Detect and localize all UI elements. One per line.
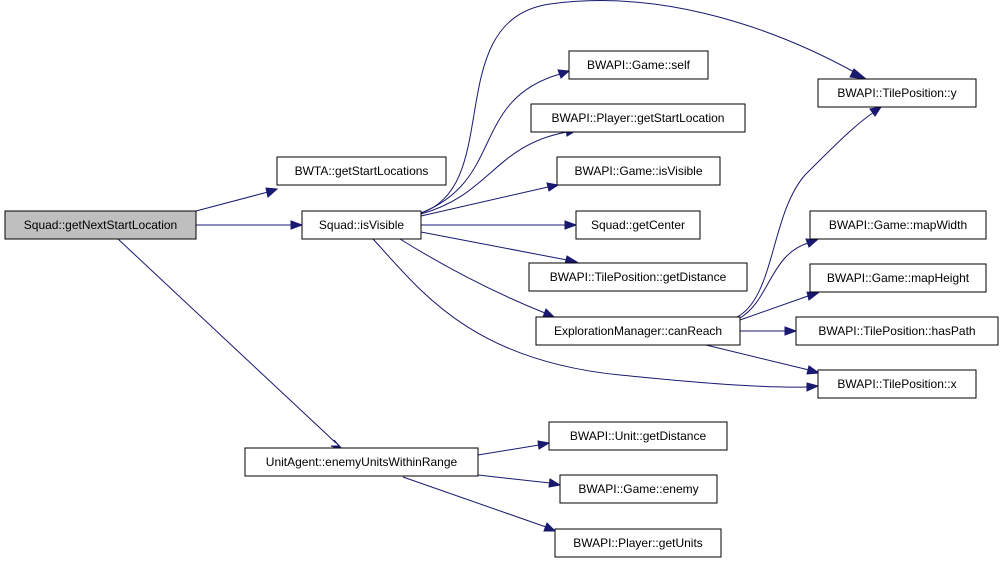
node-label: UnitAgent::enemyUnitsWithinRange [266, 455, 458, 469]
edge-arrowhead [806, 365, 821, 375]
edge-unitagent-to-unit-getdistance [477, 444, 540, 456]
node-tileposition-haspath[interactable]: BWAPI::TilePosition::hasPath [795, 316, 999, 346]
node-label: BWAPI::Game::enemy [578, 482, 698, 496]
edges [117, 0, 883, 532]
node-label: BWAPI::Game::isVisible [574, 164, 702, 178]
edge-isvisible-to-game-self [420, 73, 561, 214]
node-game-self[interactable]: BWAPI::Game::self [568, 50, 709, 80]
node-unit-getdistance[interactable]: BWAPI::Unit::getDistance [548, 421, 728, 451]
edge-isvisible-to-tileposition-x [372, 238, 809, 388]
node-label: BWAPI::Unit::getDistance [570, 429, 707, 443]
node-label: BWAPI::TilePosition::getDistance [550, 270, 727, 284]
node-label: BWAPI::TilePosition::x [837, 377, 956, 391]
edge-isvisible-to-canreach [399, 238, 546, 314]
edge-arrowhead [548, 478, 562, 488]
node-tileposition-y[interactable]: BWAPI::TilePosition::y [817, 78, 977, 108]
edge-arrowhead [806, 291, 820, 301]
edge-arrowhead [543, 522, 557, 532]
edge-isvisible-to-tileposition-getdistance [420, 231, 568, 261]
edge-unitagent-to-player-getunits [402, 476, 547, 528]
edge-arrowhead [265, 187, 279, 198]
node-game-enemy[interactable]: BWAPI::Game::enemy [559, 474, 718, 504]
node-label: BWAPI::Player::getStartLocation [552, 111, 725, 125]
edge-canreach-to-game-mapwidth [739, 242, 809, 319]
edge-canreach-to-tileposition-x [705, 344, 810, 371]
edge-arrowhead [537, 440, 551, 450]
node-tileposition-getdistance[interactable]: BWAPI::TilePosition::getDistance [528, 262, 748, 292]
edge-arrowhead [806, 382, 820, 392]
edge-isvisible-to-game-isvisible [420, 186, 549, 217]
node-game-mapheight[interactable]: BWAPI::Game::mapHeight [809, 263, 987, 293]
node-bwta-getstartlocations[interactable]: BWTA::getStartLocations [276, 156, 447, 186]
edge-isvisible-to-tileposition-y [420, 0, 857, 214]
node-label: BWAPI::Game::mapHeight [827, 271, 970, 285]
edge-arrowhead [869, 106, 883, 117]
edge-unitagent-to-game-enemy [477, 474, 551, 484]
node-game-isvisible[interactable]: BWAPI::Game::isVisible [556, 156, 721, 186]
node-player-getunits[interactable]: BWAPI::Player::getUnits [554, 528, 722, 558]
node-label: BWAPI::Game::self [587, 58, 691, 72]
node-label: Squad::getNextStartLocation [24, 218, 177, 232]
node-label: BWAPI::TilePosition::y [837, 86, 956, 100]
edge-canreach-to-game-mapheight [739, 295, 809, 321]
node-unitagent-enemyunitswithinrange[interactable]: UnitAgent::enemyUnitsWithinRange [244, 447, 479, 477]
node-label: BWAPI::Game::mapWidth [829, 218, 967, 232]
node-squad-getcenter[interactable]: Squad::getCenter [575, 210, 701, 240]
edge-isvisible-to-player-getstartlocation [420, 131, 568, 215]
node-label: Squad::getCenter [591, 218, 685, 232]
edge-arrowhead [290, 220, 304, 230]
edge-root-to-bwta-getstartlocations [195, 191, 269, 212]
node-game-mapwidth[interactable]: BWAPI::Game::mapWidth [809, 210, 987, 240]
edge-arrowhead [784, 326, 798, 336]
node-label: ExplorationManager::canReach [554, 324, 722, 338]
node-explorationmanager-canreach[interactable]: ExplorationManager::canReach [535, 316, 741, 346]
edge-arrowhead [805, 238, 819, 248]
edge-arrowhead [542, 308, 556, 318]
node-root[interactable]: Squad::getNextStartLocation [4, 210, 197, 240]
edge-root-to-unitagent [117, 238, 337, 444]
node-tileposition-x[interactable]: BWAPI::TilePosition::x [817, 369, 977, 399]
edge-arrowhead [546, 182, 560, 192]
node-label: BWAPI::TilePosition::hasPath [818, 324, 975, 338]
edge-arrowhead [849, 68, 868, 80]
edge-canreach-to-tileposition-y [734, 111, 875, 319]
edge-arrowhead [557, 69, 571, 79]
edge-arrowhead [564, 220, 578, 230]
node-label: BWTA::getStartLocations [295, 164, 429, 178]
node-squad-isvisible[interactable]: Squad::isVisible [301, 210, 422, 240]
node-label: Squad::isVisible [319, 218, 404, 232]
node-player-getstartlocation[interactable]: BWAPI::Player::getStartLocation [530, 103, 746, 133]
node-label: BWAPI::Player::getUnits [573, 536, 703, 550]
